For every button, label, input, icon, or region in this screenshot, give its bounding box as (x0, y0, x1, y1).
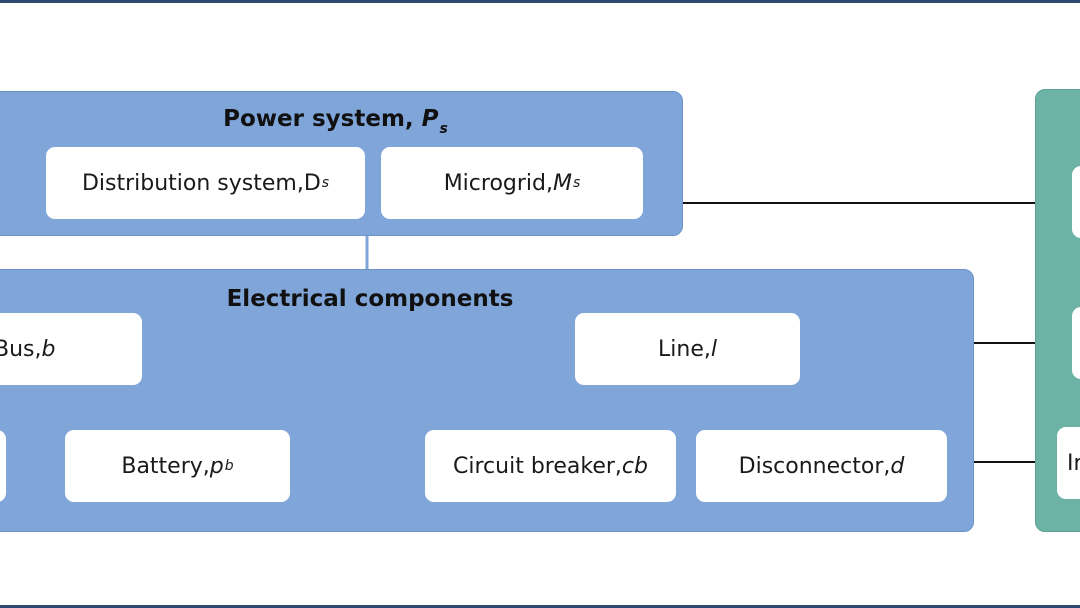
circuit-breaker-box: Circuit breaker, cb (425, 430, 676, 502)
bottom-rule (0, 605, 1080, 608)
disconnector-box: Disconnector, d (696, 430, 947, 502)
right-box-bottom: In (1057, 427, 1080, 499)
power-system-title: Power system, Ps (223, 106, 448, 137)
right-box-middle (1072, 307, 1080, 379)
electrical-components-title: Electrical components (226, 286, 514, 312)
line-box: Line, l (575, 313, 800, 385)
bus-box: Bus, b (0, 313, 142, 385)
partial-left-box (0, 430, 6, 502)
right-box-top (1072, 166, 1080, 238)
top-rule (0, 0, 1080, 3)
